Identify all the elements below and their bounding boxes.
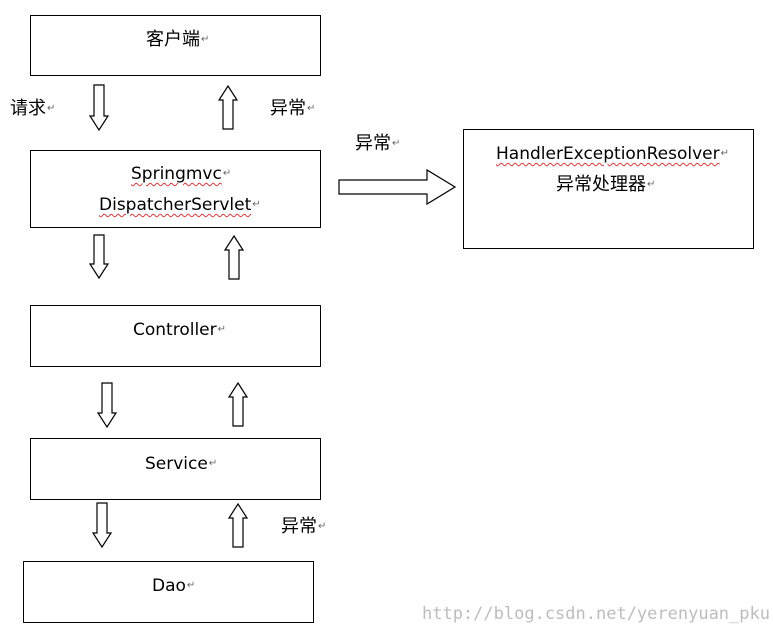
down-arrow-icon [96, 382, 118, 429]
up-arrow-icon [217, 84, 239, 130]
watermark: http://blog.csdn.net/yerenyuan_pku [422, 604, 770, 624]
controller-box: Controller↵ [30, 305, 321, 367]
dispatcher-box: Springmvc↵ DispatcherServlet↵ [30, 150, 321, 228]
exception-label-right: 异常↵ [355, 133, 401, 154]
dispatcher-line2: DispatcherServlet↵ [99, 195, 261, 215]
down-arrow-icon [91, 502, 113, 549]
up-arrow-icon [227, 381, 249, 427]
down-arrow-icon [88, 84, 110, 132]
dao-label: Dao↵ [152, 576, 196, 596]
up-arrow-icon [227, 502, 249, 548]
exception-label-bottom: 异常↵ [281, 516, 327, 537]
dispatcher-line1: Springmvc↵ [131, 164, 232, 184]
controller-label: Controller↵ [133, 320, 227, 340]
up-arrow-icon [223, 234, 245, 280]
right-arrow-icon [338, 168, 457, 206]
client-label: 客户端↵ [146, 29, 210, 50]
exception-label-top: 异常↵ [270, 98, 316, 119]
exception-resolver-box: HandlerExceptionResolver↵ 异常处理器↵ [463, 129, 754, 249]
request-label: 请求↵ [10, 98, 56, 119]
resolver-line2: 异常处理器↵ [556, 174, 656, 195]
down-arrow-icon [88, 234, 110, 280]
resolver-line1: HandlerExceptionResolver↵ [496, 144, 729, 164]
dao-box: Dao↵ [23, 561, 314, 623]
service-label: Service↵ [145, 454, 218, 474]
service-box: Service↵ [30, 438, 321, 500]
client-box: 客户端↵ [30, 15, 321, 76]
